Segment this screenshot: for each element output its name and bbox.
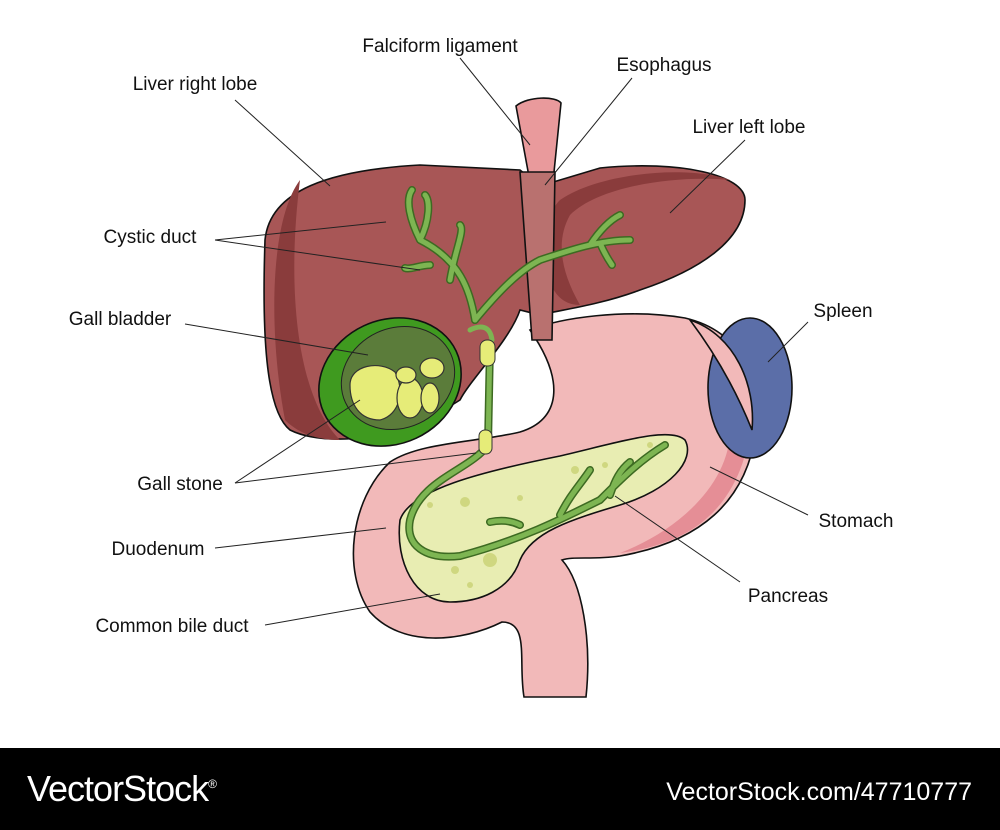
gall-stones bbox=[349, 357, 445, 421]
vectorstock-logo: VectorStock® bbox=[27, 768, 217, 810]
label-stomach: Stomach bbox=[819, 511, 894, 532]
label-cystic-duct: Cystic duct bbox=[104, 227, 198, 248]
stomach-fundus bbox=[687, 318, 754, 431]
digestive-anatomy-diagram: Falciform ligament Esophagus Liver right… bbox=[69, 36, 894, 698]
label-duodenum: Duodenum bbox=[112, 539, 205, 560]
stomach-shading bbox=[620, 330, 750, 553]
pancreatic-dots bbox=[427, 442, 653, 588]
label-spleen: Spleen bbox=[813, 301, 872, 322]
label-falciform-ligament: Falciform ligament bbox=[362, 36, 518, 57]
esophagus bbox=[515, 97, 562, 183]
label-esophagus: Esophagus bbox=[616, 55, 711, 76]
gall-bladder bbox=[318, 317, 462, 447]
liver-left-lobe-shading bbox=[545, 172, 730, 305]
falciform-ligament bbox=[519, 171, 556, 341]
bile-ducts-fill bbox=[402, 187, 668, 560]
duct-stone-lower bbox=[478, 429, 493, 455]
label-liver-left-lobe: Liver left lobe bbox=[692, 117, 805, 138]
brand-text: VectorStock bbox=[27, 768, 209, 809]
watermark-footer: VectorStock® VectorStock.com/47710777 bbox=[0, 748, 1000, 830]
leader-lines bbox=[184, 57, 809, 626]
label-liver-right-lobe: Liver right lobe bbox=[133, 74, 258, 95]
label-gall-bladder: Gall bladder bbox=[69, 309, 172, 330]
liver-right-lobe-shading bbox=[274, 180, 340, 440]
duct-stone-upper bbox=[479, 339, 496, 367]
label-pancreas: Pancreas bbox=[748, 586, 828, 607]
registered-mark: ® bbox=[208, 777, 217, 791]
label-gall-stone: Gall stone bbox=[137, 474, 223, 495]
image-url: VectorStock.com/47710777 bbox=[666, 778, 972, 806]
label-common-bile-duct: Common bile duct bbox=[95, 616, 249, 637]
